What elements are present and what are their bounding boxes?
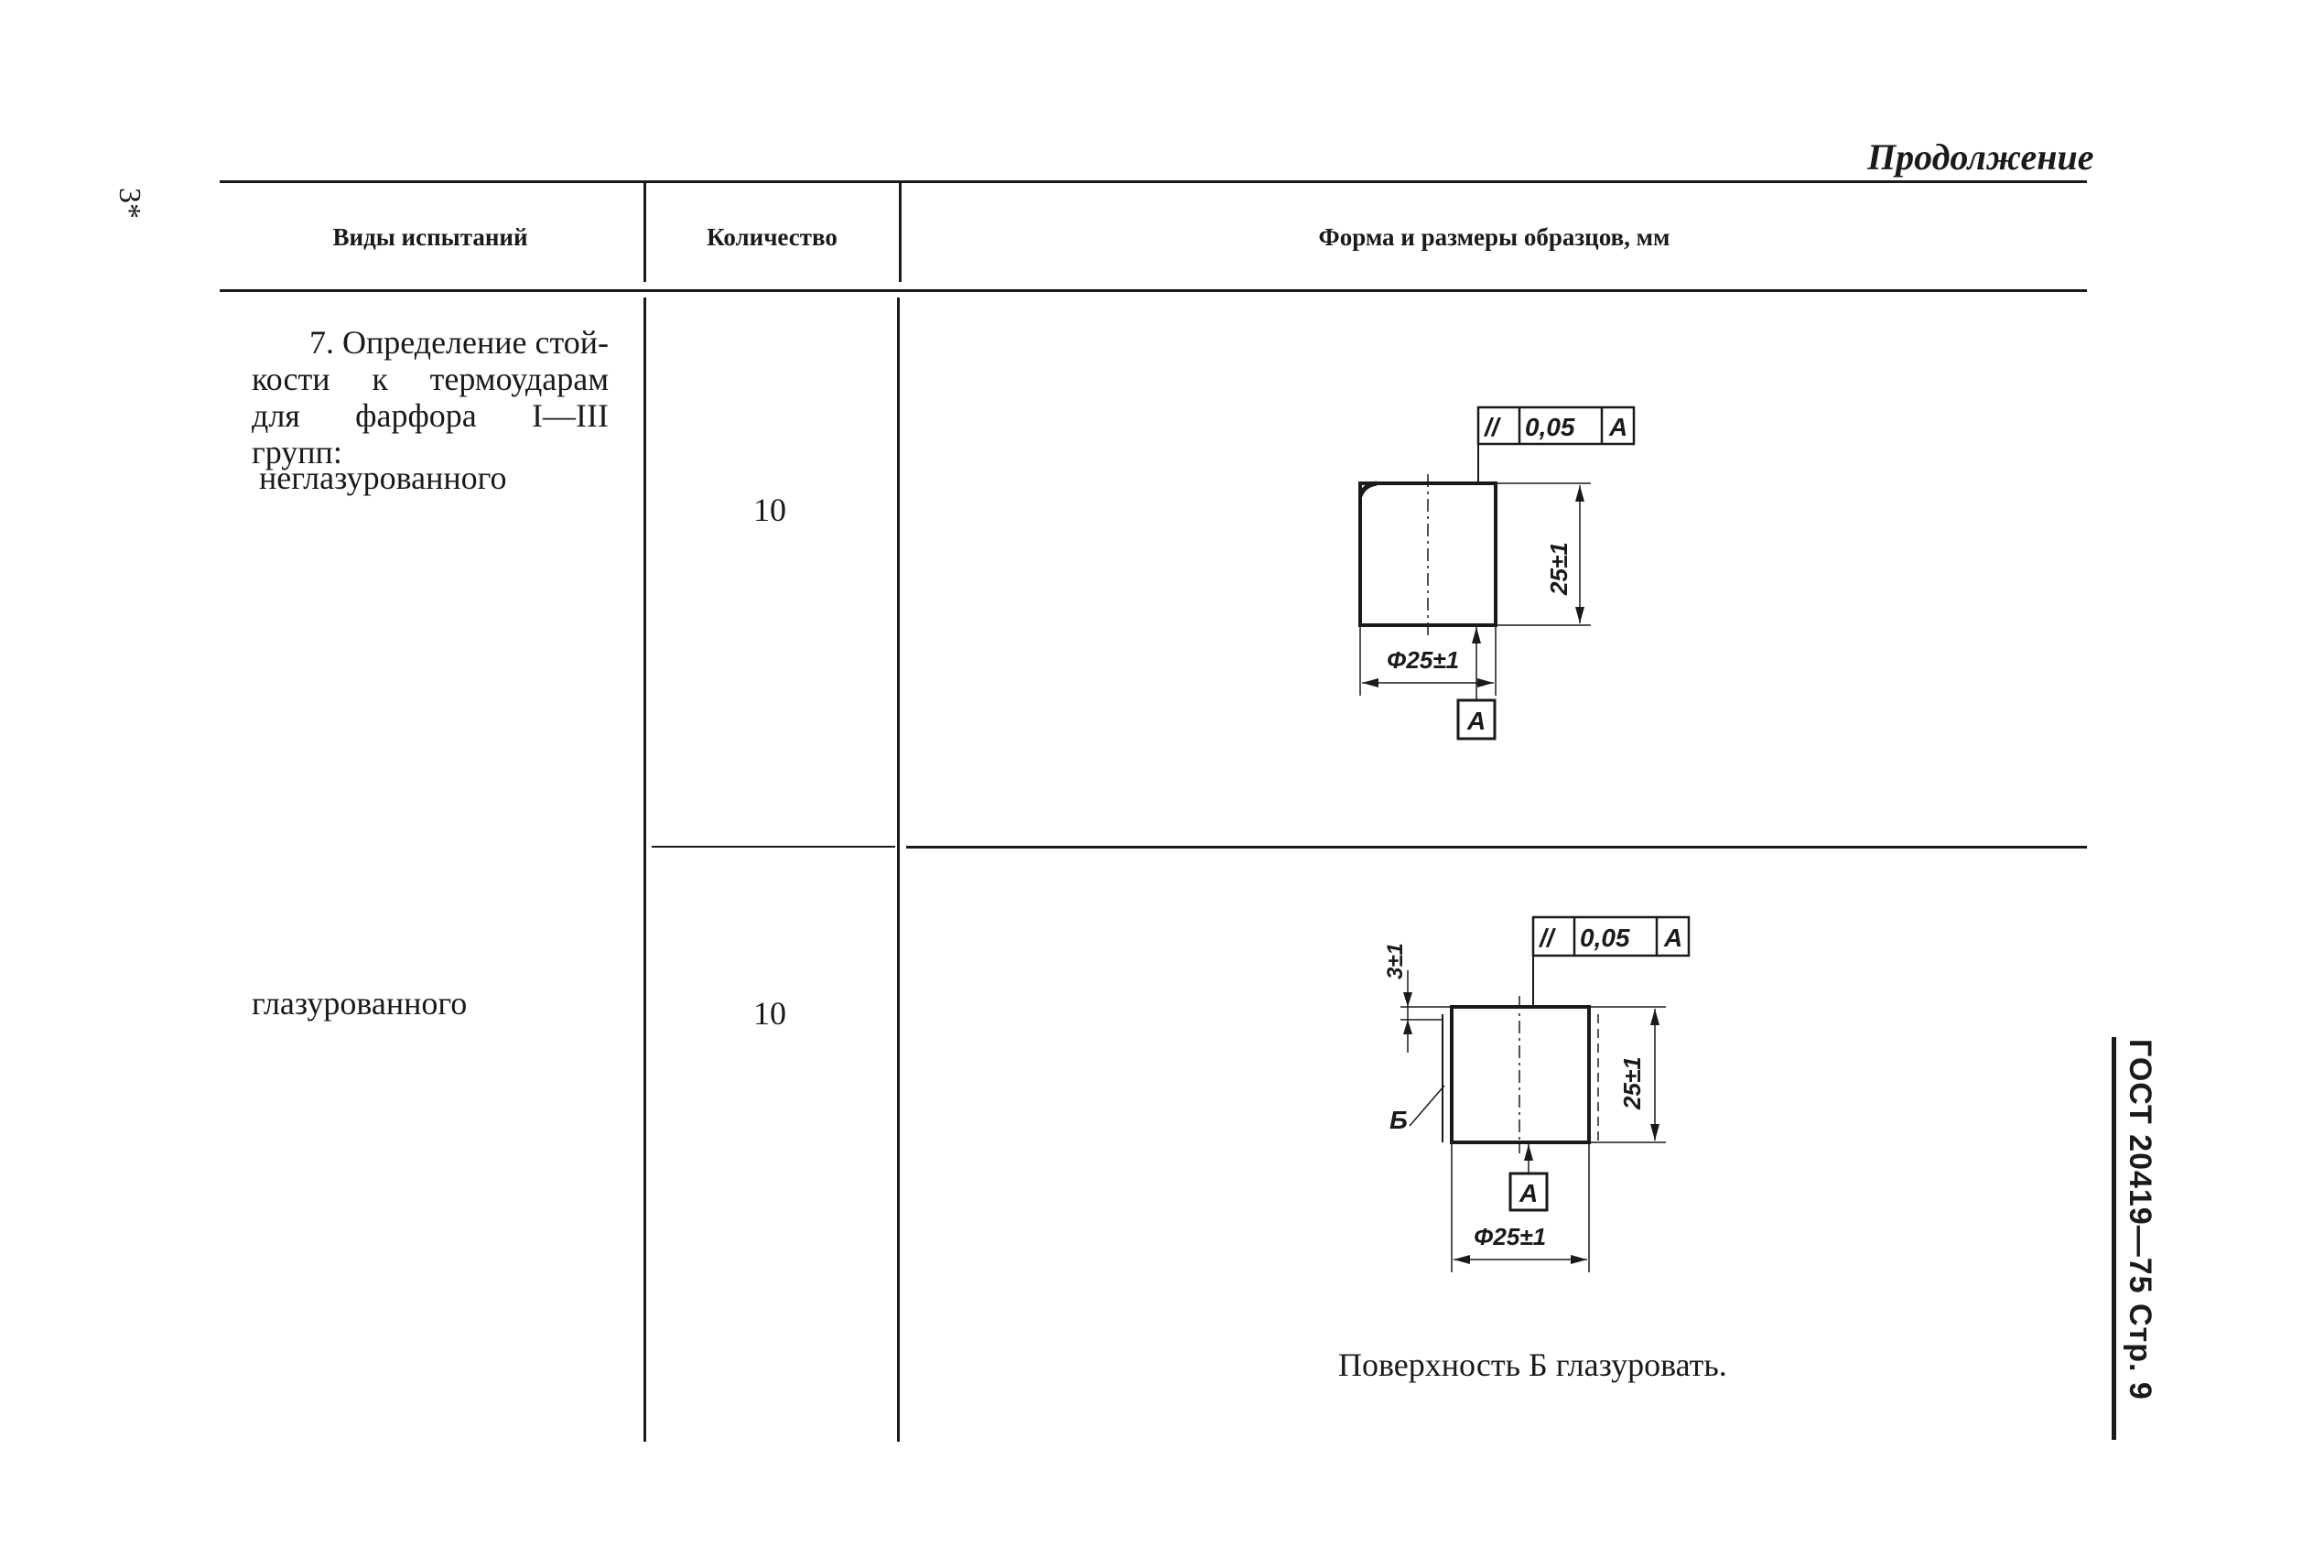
header-shape-size: Форма и размеры образцов, мм: [1318, 223, 1670, 251]
datum-label: A: [1519, 1179, 1538, 1207]
test-line: кости к термоударам: [252, 361, 609, 397]
datum-ref: A: [1663, 924, 1682, 952]
continued-label: Продолжение: [1867, 136, 2094, 178]
diameter-dimension: Φ25±1: [1387, 646, 1459, 674]
table-top-rule: [220, 180, 2087, 183]
subtype-unglazed: неглазурованного: [259, 460, 507, 496]
glazed-sample-drawing: // 0,05 A 3±1 Б 25±1 A Φ25±1: [1383, 915, 1691, 1272]
tolerance-value: 0,05: [1525, 413, 1575, 441]
tolerance-symbol: //: [1483, 413, 1502, 441]
quantity-unglazed: 10: [753, 492, 786, 528]
column-divider-1-body: [643, 297, 646, 1442]
surface-label: Б: [1389, 1106, 1408, 1134]
datum-label: A: [1466, 707, 1486, 735]
diameter-dimension: Φ25±1: [1474, 1223, 1546, 1250]
unglazed-sample-drawing: // 0,05 A 25±1 Φ25±1 A: [1357, 406, 1636, 741]
gost-sidebar-rule: [2112, 1037, 2116, 1440]
test-line: для фарфора I—III: [252, 397, 609, 434]
tolerance-value: 0,05: [1580, 924, 1630, 952]
gost-sidebar-label: ГОСТ 20419—75 Стр. 9: [2123, 1039, 2157, 1400]
test-description: 7. Определение стой- кости к термоударам…: [252, 324, 609, 470]
test-line: 7. Определение стой-: [308, 324, 609, 361]
column-divider-2: [899, 183, 902, 282]
subtype-glazed: глазурованного: [252, 985, 468, 1022]
glaze-note: Поверхность Б глазуровать.: [1338, 1346, 1727, 1383]
header-bottom-rule: [220, 289, 2087, 292]
column-divider-1: [643, 183, 646, 282]
height-dimension: 25±1: [1618, 1056, 1646, 1110]
row-divider-shape: [906, 846, 2087, 849]
header-quantity: Количество: [707, 223, 838, 251]
glaze-dimension: 3±1: [1383, 943, 1408, 979]
test-line: групп:: [252, 434, 342, 470]
header-test-types: Виды испытаний: [332, 223, 528, 251]
row-divider-qty: [652, 846, 895, 848]
column-divider-2-body: [897, 297, 900, 1442]
quantity-glazed: 10: [753, 995, 786, 1032]
tolerance-symbol: //: [1538, 924, 1557, 952]
page-side-mark: 3*: [113, 188, 146, 219]
height-dimension: 25±1: [1545, 542, 1573, 596]
datum-ref: A: [1608, 413, 1627, 441]
